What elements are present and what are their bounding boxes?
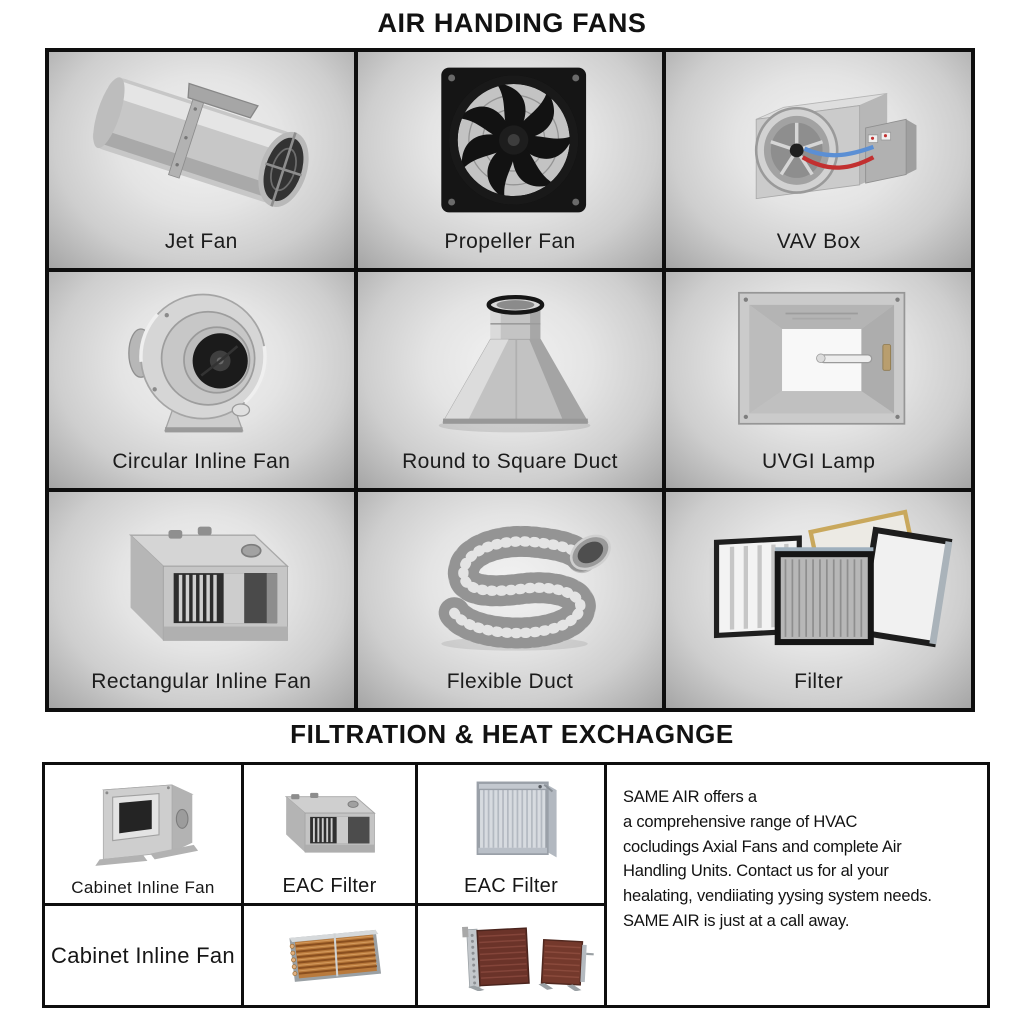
cell-uvgi-lamp: UVGI Lamp bbox=[666, 272, 971, 488]
eac-filter-panel-image bbox=[418, 765, 604, 875]
cabinet-inline-fan-image bbox=[45, 765, 241, 878]
vav-box-image bbox=[666, 52, 971, 230]
cell-copper-coil bbox=[244, 906, 415, 1005]
cell-cabinet-inline-fan-image: Cabinet Inline Fan bbox=[45, 765, 241, 903]
flexible-duct-image bbox=[358, 492, 663, 670]
product-label: Filter bbox=[794, 670, 844, 693]
about-line: SAME AIR offers a bbox=[623, 788, 757, 806]
about-text-block: SAME AIR offers a a comprehensive range … bbox=[607, 765, 987, 1005]
round-to-square-duct-image bbox=[358, 272, 663, 450]
product-label: Flexible Duct bbox=[446, 670, 574, 693]
eac-filter-box-image bbox=[244, 765, 415, 875]
cell-filter: Filter bbox=[666, 492, 971, 708]
circular-inline-fan-image bbox=[49, 272, 354, 450]
rectangular-inline-fan-image bbox=[49, 492, 354, 670]
jet-fan-image bbox=[49, 52, 354, 230]
filtration-title: FILTRATION & HEAT EXCHAGNGE bbox=[290, 719, 734, 749]
about-line: cocludings Axial Fans and complete Air bbox=[623, 837, 902, 856]
cell-round-to-square-duct: Round to Square Duct bbox=[357, 272, 663, 488]
about-line: Handling Units. Contact us for al your bbox=[623, 862, 889, 881]
cell-eac-filter-panel: EAC Filter bbox=[418, 765, 604, 903]
product-label: Round to Square Duct bbox=[402, 450, 618, 473]
product-label: Jet Fan bbox=[164, 230, 238, 253]
product-label: EAC Filter bbox=[282, 875, 377, 897]
product-label: EAC Filter bbox=[463, 875, 559, 897]
product-label: Cabinet Inline Fan bbox=[71, 878, 215, 897]
cell-cabinet-inline-fan-text: Cabinet Inline Fan bbox=[45, 906, 241, 1005]
product-label: Circular Inline Fan bbox=[112, 450, 291, 473]
product-label: Cabinet Inline Fan bbox=[51, 942, 235, 968]
cell-jet-fan: Jet Fan bbox=[49, 52, 354, 268]
product-label: Propeller Fan bbox=[444, 230, 576, 253]
product-label: Rectangular Inline Fan bbox=[91, 670, 312, 693]
filtration-grid: Cabinet Inline Fan bbox=[42, 762, 990, 1008]
air-handling-title: AIR HANDING FANS bbox=[377, 8, 647, 38]
air-handling-grid: Jet Fan bbox=[45, 48, 975, 712]
heat-exchanger-coils-image bbox=[418, 906, 604, 1005]
cell-circular-inline-fan: Circular Inline Fan bbox=[49, 272, 354, 488]
propeller-fan-image bbox=[358, 52, 663, 230]
cell-propeller-fan: Propeller Fan bbox=[357, 52, 663, 268]
about-line: healating, vendiiating yysing system nee… bbox=[623, 887, 932, 905]
cell-eac-filter-box: EAC Filter bbox=[244, 765, 415, 903]
about-line: SAME AIR is just at a call away. bbox=[623, 911, 850, 930]
copper-coil-image bbox=[244, 906, 415, 1005]
filter-panels-image bbox=[666, 492, 971, 670]
cell-rectangular-inline-fan: Rectangular Inline Fan bbox=[49, 492, 354, 708]
cell-vav-box: VAV Box bbox=[666, 52, 971, 268]
product-label: UVGI Lamp bbox=[762, 450, 876, 473]
product-label: VAV Box bbox=[776, 230, 861, 253]
about-line: a comprehensive range of HVAC bbox=[623, 812, 858, 831]
cell-flexible-duct: Flexible Duct bbox=[357, 492, 663, 708]
cell-heat-exchanger-coils bbox=[418, 906, 604, 1005]
uvgi-lamp-image bbox=[666, 272, 971, 450]
